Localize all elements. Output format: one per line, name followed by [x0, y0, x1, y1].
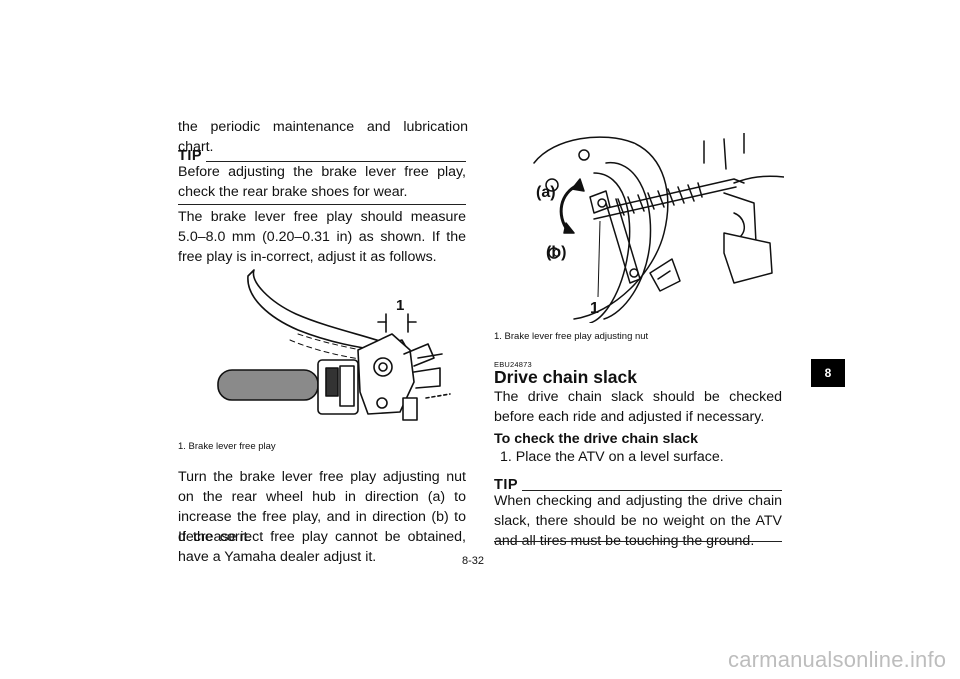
dealer-note-text: If the correct free play cannot be obtai…: [178, 529, 466, 565]
direction-b-label: (b): [546, 244, 566, 261]
tip-label: TIP: [178, 148, 203, 164]
tip-text: Before adjusting the brake lever free pl…: [178, 164, 466, 200]
tip2-rule-top: [522, 490, 782, 491]
drive-chain-intro-text: The drive chain slack should be checked …: [494, 389, 782, 425]
figure2-callout: 1: [590, 300, 599, 317]
chapter-tab: 8: [811, 359, 845, 387]
figure2-caption: 1. Brake lever free play adjusting nut: [494, 331, 649, 342]
tip-rule-top: [206, 161, 466, 162]
brake-adjusting-nut-illustration: (a) (b) 1: [533, 133, 784, 323]
brake-lever-illustration: 1: [217, 269, 451, 421]
intro-line: the periodic maintenance and lubrication…: [178, 119, 468, 155]
figure1-callout: 1: [396, 297, 404, 314]
figure1-caption: 1. Brake lever free play: [178, 441, 276, 452]
check-slack-subheading: To check the drive chain slack: [494, 431, 698, 447]
adjust-instruction-text: Turn the brake lever free play adjusting…: [178, 469, 466, 545]
tip2-label: TIP: [494, 477, 519, 493]
section-code: EBU24873: [494, 360, 532, 369]
direction-a-label: (a): [536, 184, 556, 201]
section-heading: Drive chain slack: [494, 367, 637, 387]
page-number: 8-32: [462, 555, 485, 567]
tip2-rule-bottom: [494, 541, 782, 542]
watermark: carmanualsonline.info: [728, 647, 947, 672]
free-play-spec-text: The brake lever free play should measure…: [178, 209, 466, 265]
tip-rule-bottom: [178, 204, 466, 205]
step-1-text: 1. Place the ATV on a level surface.: [500, 449, 724, 465]
tip2-text: When checking and adjusting the drive ch…: [494, 493, 782, 549]
